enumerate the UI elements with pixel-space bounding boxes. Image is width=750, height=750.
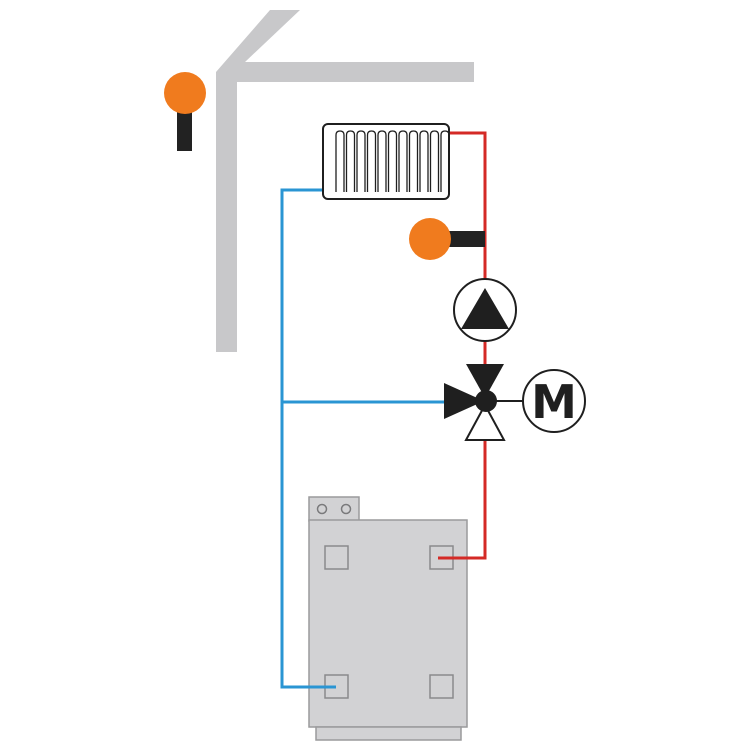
motor-housing <box>522 369 586 433</box>
boiler-port-top-left <box>324 545 349 570</box>
boiler-body <box>308 519 468 728</box>
radiator-fin <box>398 130 408 192</box>
radiator-fin <box>366 130 377 192</box>
radiator-fin <box>356 130 366 192</box>
boiler-base <box>315 726 462 741</box>
radiator-fin <box>377 130 387 192</box>
radiator-fin <box>440 130 450 192</box>
radiator-fin <box>408 130 419 192</box>
radiator-icon <box>322 123 450 200</box>
supply-pipe-upper <box>450 131 487 286</box>
motor-label: M <box>531 375 577 429</box>
outdoor-temperature-sensor-icon <box>164 72 206 151</box>
boiler-control-knob-left <box>316 503 328 515</box>
flow-temperature-sensor-icon <box>409 218 485 260</box>
boiler-icon <box>308 496 468 741</box>
valve-left-port <box>444 383 484 419</box>
valve-bottom-port <box>464 402 506 441</box>
flow-sensor-head <box>409 218 451 260</box>
building-wall-roof-shape <box>216 10 474 352</box>
boiler-control-knob-right <box>340 503 352 515</box>
radiator-fin <box>429 130 440 192</box>
boiler-port-bottom-right <box>429 674 454 699</box>
radiator-fin <box>387 130 398 192</box>
radiator-fin <box>335 130 345 192</box>
outdoor-sensor-head <box>164 72 206 114</box>
valve-top-port <box>466 364 504 398</box>
radiator-fin <box>419 130 429 192</box>
valve-actuator-hub <box>475 390 497 412</box>
pump-direction-triangle <box>461 288 509 329</box>
building-outline <box>216 10 474 352</box>
radiator-fins <box>335 130 450 192</box>
flow-sensor-stem <box>446 231 485 247</box>
three-way-mixing-valve-icon <box>444 364 523 441</box>
circulation-pump-icon <box>453 278 517 342</box>
radiator-fin <box>345 130 356 192</box>
boiler-control-box <box>308 496 360 522</box>
valve-motor-icon: M <box>522 369 586 433</box>
outdoor-sensor-stem <box>177 104 192 151</box>
